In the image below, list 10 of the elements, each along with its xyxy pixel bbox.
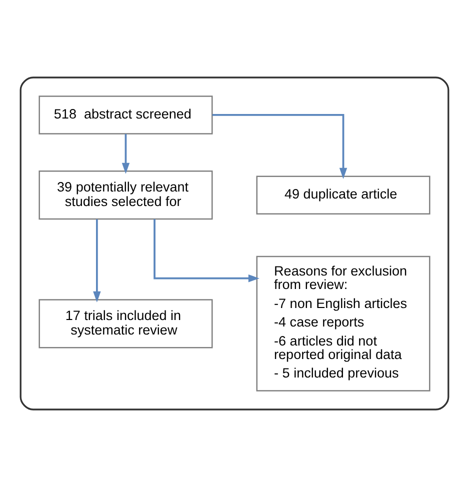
arrow — [122, 134, 130, 174]
arrow — [93, 219, 101, 302]
node-box: 17 trials included in systematic review — [38, 299, 213, 348]
node-box: Reasons for exclusion from review: -7 non English articles -4 case reports -6 articles did not reported original data - 5 included previous — [256, 256, 430, 392]
node-box: 39 potentially relevant studies selected for — [38, 170, 213, 220]
cluster — [20, 76, 450, 410]
arrow — [154, 219, 260, 282]
node-box: 49 duplicate article — [256, 176, 430, 214]
node-box: 518 abstract screened — [38, 96, 213, 134]
arrow — [212, 114, 348, 179]
